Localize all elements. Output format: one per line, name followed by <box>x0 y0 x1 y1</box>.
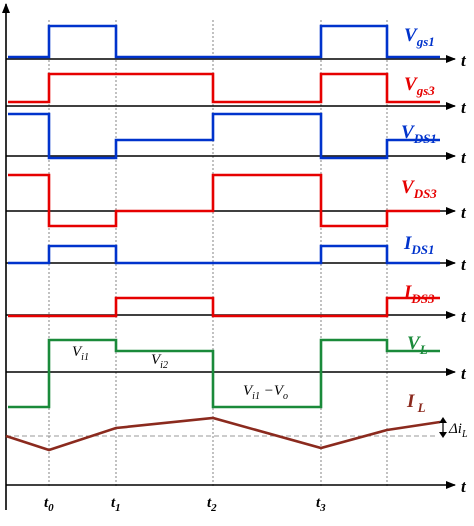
axis-t-vgs1: t <box>461 51 467 70</box>
axis-t-vl: t <box>461 364 467 383</box>
waveform-vgs3 <box>8 72 440 104</box>
label-vds3: VDS3 <box>401 177 437 201</box>
label-vl: VL <box>407 333 428 357</box>
waveform-ids3 <box>8 296 440 318</box>
annotation-vi2: Vi2 <box>151 352 168 371</box>
time-marker-t0: t0 <box>44 495 54 514</box>
label-ids1: IDS1 <box>403 233 435 257</box>
time-marker-t1: t1 <box>111 495 121 514</box>
axis-t-vds1: t <box>461 148 467 167</box>
time-guides <box>48 20 388 488</box>
annotation-vi1: Vi1 <box>72 344 89 363</box>
axis-t-vgs3: t <box>461 98 467 117</box>
annotation-delta-il: ΔiL <box>448 421 468 440</box>
time-marker-t3: t3 <box>316 495 326 514</box>
ripple-indicator <box>439 417 447 438</box>
label-il: I L <box>406 391 426 415</box>
annotation-vi1-minus-vo: Vi1 −Vo <box>243 383 288 402</box>
axis-t-ids1: t <box>461 255 467 274</box>
label-ids3: IDS3 <box>403 282 435 306</box>
axis-t-vds3: t <box>461 203 467 222</box>
waveform-vl <box>8 338 440 409</box>
time-marker-t2: t2 <box>207 495 217 514</box>
waveform-il <box>5 416 441 452</box>
axis-t-ids3: t <box>461 307 467 326</box>
waveform-ids1 <box>8 244 440 265</box>
waveforms <box>5 24 441 452</box>
signal-axes <box>6 55 456 489</box>
label-vgs1: Vgs1 <box>404 25 435 49</box>
waveform-vgs1 <box>8 24 440 59</box>
axis-t-il: t <box>461 477 467 496</box>
label-vgs3: Vgs3 <box>404 74 435 98</box>
waveform-vds3 <box>8 173 440 228</box>
waveform-vds1 <box>8 112 440 160</box>
label-vds1: VDS1 <box>401 122 437 146</box>
